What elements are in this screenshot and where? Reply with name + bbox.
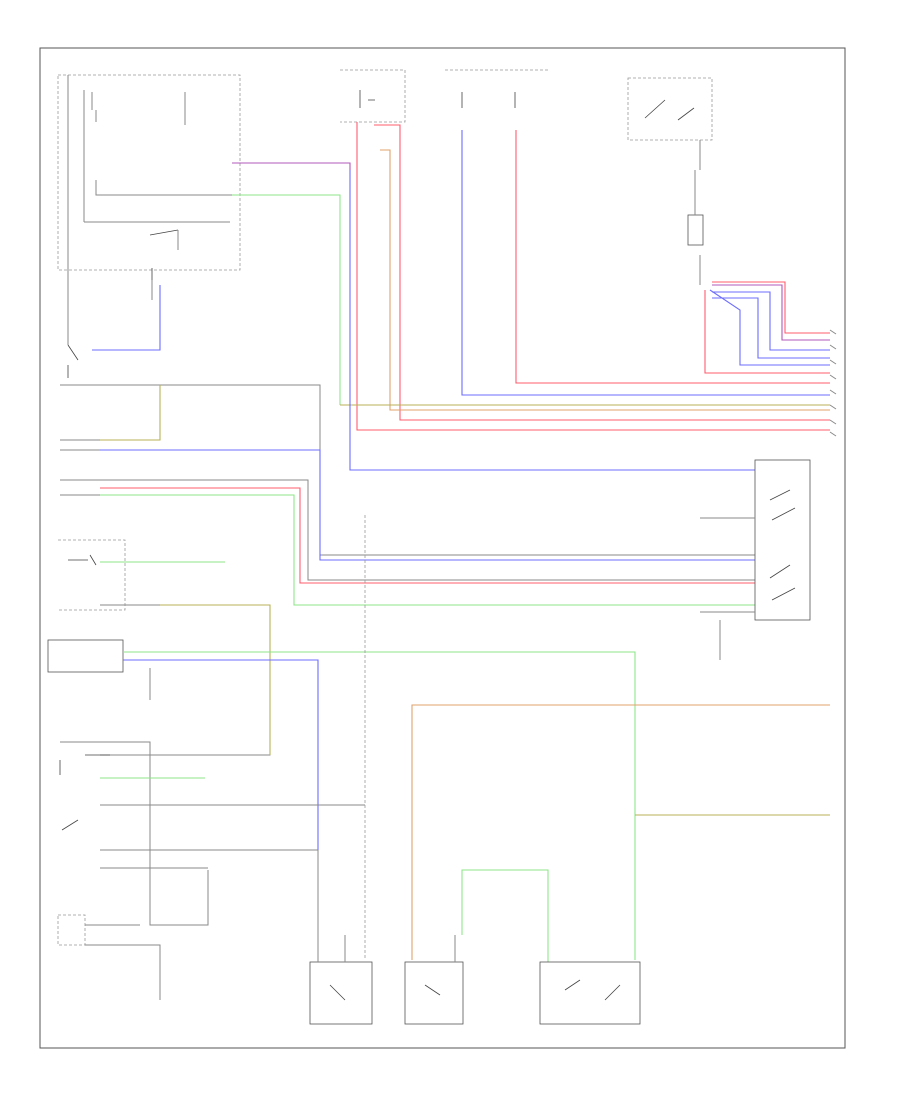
fuse-center-1 bbox=[340, 69, 406, 123]
wire-blue-1 bbox=[461, 130, 830, 396]
ac-switch bbox=[57, 914, 161, 1000]
blower-switch bbox=[700, 459, 811, 660]
fuse-center-2 bbox=[445, 69, 548, 108]
wire-green-top bbox=[232, 194, 341, 405]
left-block-upper bbox=[60, 384, 755, 561]
left-block-lower bbox=[47, 639, 636, 960]
thermo-switch bbox=[404, 869, 549, 1025]
wire-orange-right bbox=[411, 704, 830, 960]
wire-red-1 bbox=[356, 122, 830, 431]
left-relay-switch bbox=[67, 265, 161, 378]
left-component-mid bbox=[58, 539, 271, 756]
diagram-frame bbox=[39, 47, 846, 1049]
wire-red-2 bbox=[374, 124, 830, 421]
ground-top-right bbox=[687, 170, 704, 246]
compressor-clutch-relay bbox=[539, 961, 641, 1025]
ignition-switch bbox=[627, 77, 713, 170]
wire-blue-2 bbox=[349, 170, 755, 471]
pressure-switch bbox=[309, 850, 373, 1025]
wire-orange-1 bbox=[380, 149, 830, 411]
relay-left-upper bbox=[84, 180, 232, 250]
fuse-box-top-left bbox=[57, 74, 241, 280]
left-block-mid bbox=[60, 479, 755, 606]
wire-fanout-right bbox=[699, 255, 830, 374]
connector-group-right bbox=[829, 329, 837, 437]
wire-red-3 bbox=[515, 130, 830, 384]
wire-purple bbox=[232, 162, 351, 170]
left-block-bottom bbox=[59, 741, 365, 926]
